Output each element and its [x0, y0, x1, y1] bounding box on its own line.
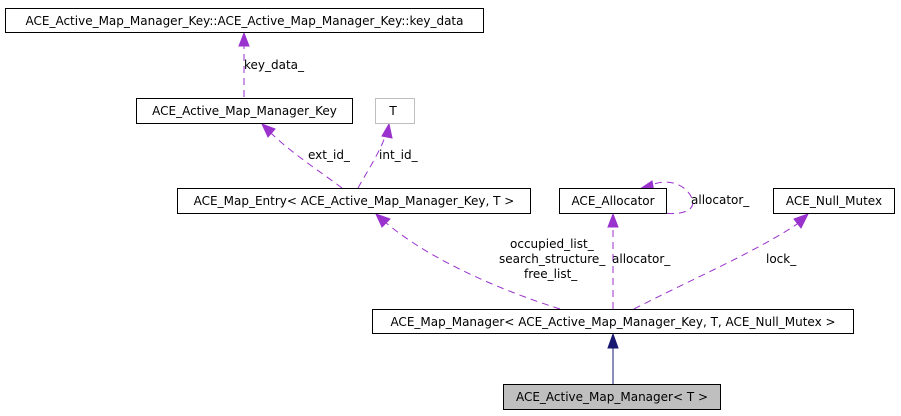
edge-label-allocator: allocator_: [612, 252, 671, 266]
edge-int-id: [357, 133, 387, 189]
edge-inheritance-arrowhead: [607, 332, 619, 349]
diagram-edge-labels: key_data_ ext_id_ int_id_ allocator_ occ…: [244, 58, 797, 281]
edge-label-free-list: free_list_: [524, 267, 578, 281]
node-map-entry-label: ACE_Map_Entry< ACE_Active_Map_Manager_Ke…: [194, 194, 515, 208]
node-key-data[interactable]: ACE_Active_Map_Manager_Key::ACE_Active_M…: [5, 8, 484, 33]
node-active-map-manager-key-label: ACE_Active_Map_Manager_Key: [152, 104, 337, 118]
edge-allocator-self: [649, 181, 694, 215]
node-allocator-label: ACE_Allocator: [571, 194, 654, 208]
node-allocator[interactable]: ACE_Allocator: [559, 188, 667, 214]
edge-ext-id-arrowhead: [261, 123, 276, 138]
edge-label-lock: lock_: [766, 252, 797, 266]
edge-lock: [633, 221, 801, 310]
edge-label-ext-id: ext_id_: [308, 148, 351, 162]
node-null-mutex-label: ACE_Null_Mutex: [786, 194, 882, 208]
node-null-mutex[interactable]: ACE_Null_Mutex: [773, 188, 895, 214]
node-t-label: T: [388, 104, 397, 118]
edge-label-key-data: key_data_: [244, 58, 305, 72]
node-map-manager[interactable]: ACE_Map_Manager< ACE_Active_Map_Manager_…: [372, 309, 854, 334]
diagram-edges: [238, 31, 810, 384]
node-active-map-manager-label: ACE_Active_Map_Manager< T >: [516, 390, 708, 404]
edge-label-int-id: int_id_: [379, 148, 419, 162]
edge-label-search-structure: search_structure_: [499, 252, 606, 266]
edge-entry-lists-arrowhead: [375, 213, 391, 228]
edge-label-allocator-self: allocator_: [691, 193, 750, 207]
edge-int-id-arrowhead: [381, 122, 393, 139]
node-active-map-manager-key[interactable]: ACE_Active_Map_Manager_Key: [136, 98, 353, 124]
node-map-entry[interactable]: ACE_Map_Entry< ACE_Active_Map_Manager_Ke…: [177, 188, 531, 214]
edge-entry-lists: [384, 221, 561, 310]
edge-key-data-arrowhead: [238, 31, 250, 47]
edge-lock-arrowhead: [793, 213, 810, 229]
node-map-manager-label: ACE_Map_Manager< ACE_Active_Map_Manager_…: [390, 315, 835, 329]
node-t[interactable]: T: [375, 98, 415, 124]
edge-label-occupied-list: occupied_list_: [510, 237, 595, 251]
edge-allocator-arrowhead: [607, 212, 619, 228]
node-key-data-label: ACE_Active_Map_Manager_Key::ACE_Active_M…: [26, 14, 464, 28]
node-active-map-manager[interactable]: ACE_Active_Map_Manager< T >: [503, 384, 721, 410]
